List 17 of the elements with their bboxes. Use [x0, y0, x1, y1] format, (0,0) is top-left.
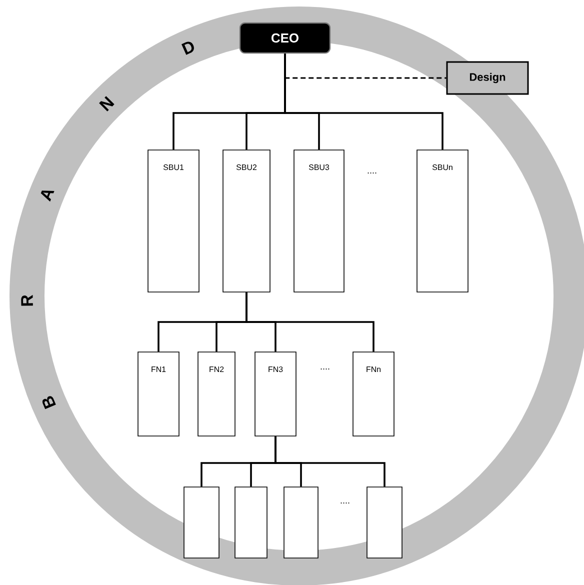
connector: [246, 292, 374, 352]
ellipsis: ....: [320, 368, 330, 370]
department-box: Design: [446, 61, 529, 95]
ring-letter: A: [40, 190, 54, 202]
unit-box: [184, 486, 220, 558]
ring-letter: N: [99, 96, 114, 112]
unit-box: [366, 486, 402, 558]
ellipsis: ....: [340, 502, 350, 504]
unit-box: [234, 486, 268, 558]
ring-letter: R: [21, 294, 33, 306]
connector: [284, 54, 444, 150]
ring-letter: D: [182, 42, 194, 55]
unit-box: [284, 486, 318, 558]
connector: [274, 436, 386, 487]
ellipsis: ....: [368, 172, 376, 174]
ring-letter: B: [42, 396, 56, 410]
executive-box: CEO: [239, 22, 331, 54]
